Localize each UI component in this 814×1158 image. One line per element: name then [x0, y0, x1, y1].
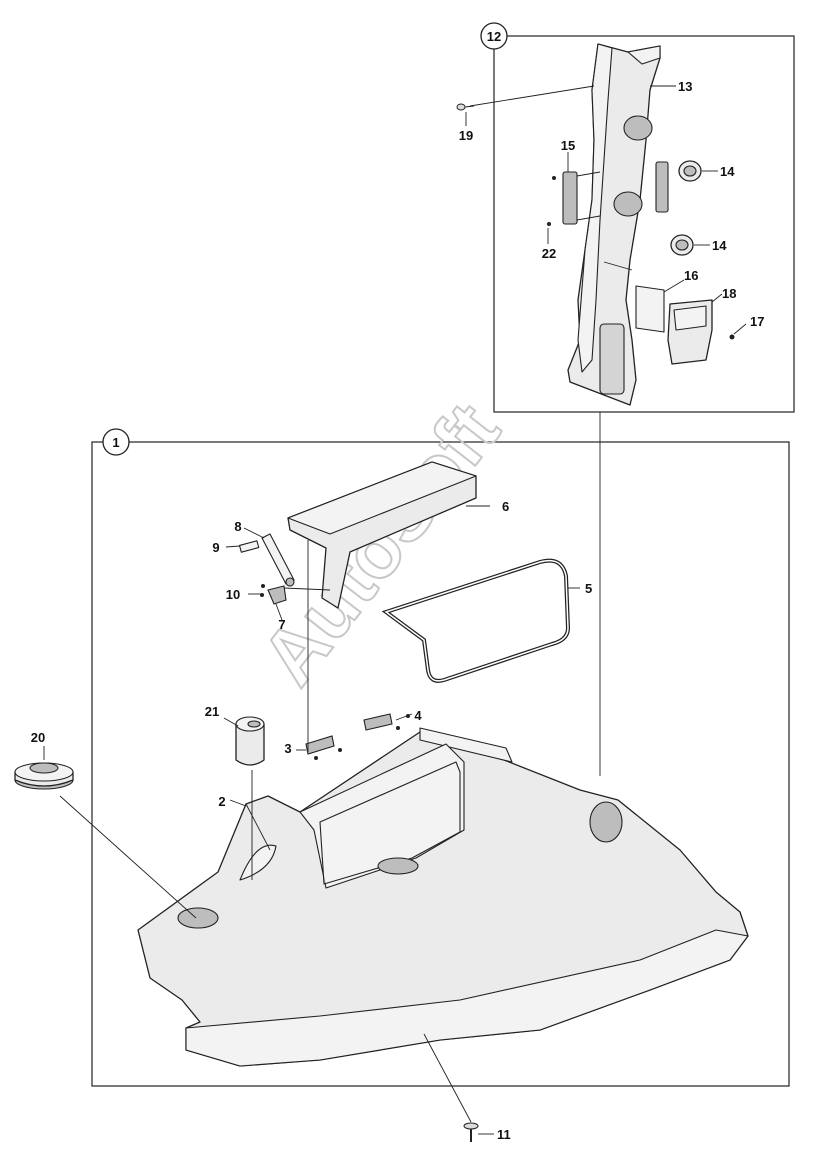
strut-part — [238, 533, 331, 605]
callout-6: 6 — [502, 499, 509, 514]
grommet-upper-hole — [683, 165, 697, 177]
watermark-text: AutoSoft — [244, 387, 516, 701]
seal-inner — [384, 559, 569, 682]
pillar-trim-top — [627, 45, 661, 65]
callout-19: 19 — [459, 128, 473, 143]
group-1-box — [91, 441, 790, 1087]
pillar-trim-part — [567, 43, 669, 406]
callout-17: 17 — [750, 314, 764, 329]
cup-hole — [247, 720, 261, 728]
group-12-frame: 12 — [480, 22, 795, 413]
grommet-lower-part — [670, 234, 694, 256]
callout-20: 20 — [31, 730, 45, 745]
pillar-vent-lower — [613, 191, 643, 217]
callout-8: 8 — [234, 519, 241, 534]
trunk-trim-part — [137, 727, 749, 1067]
hinge-3-part — [305, 735, 342, 760]
pillar-dash-1 — [603, 261, 633, 271]
pillar-vent-upper — [623, 115, 653, 141]
plug-20-part — [14, 762, 74, 790]
grommet-lower-hole — [675, 239, 689, 251]
group-1-label: 1 — [112, 435, 119, 450]
group-12-label: 12 — [487, 29, 501, 44]
seal-outer — [381, 558, 571, 683]
group-1-frame: 1 — [91, 428, 790, 1087]
pocket-opening — [673, 305, 707, 331]
group-1-leaders — [43, 505, 580, 1135]
callout-2: 2 — [218, 794, 225, 809]
callout-11: 11 — [497, 1127, 511, 1142]
grommet-upper-part — [678, 160, 702, 182]
trunk-trim-lower-flange — [185, 929, 749, 1067]
screw-19-part — [456, 103, 475, 111]
pillar-trim-edge — [577, 43, 613, 373]
callout-16: 16 — [684, 268, 698, 283]
clip-block-line-b — [576, 215, 601, 221]
handle-recess — [377, 857, 419, 875]
bracket-screw-a — [261, 584, 265, 588]
lid-top-face — [287, 461, 477, 535]
callout-14-lower: 14 — [712, 238, 727, 253]
trunk-trim-lip — [419, 727, 513, 763]
pillar-lower-recess — [599, 323, 625, 395]
bracket-10 — [267, 585, 287, 605]
callout-5: 5 — [585, 581, 592, 596]
clip-block-body — [562, 171, 578, 225]
group-12-leaders — [465, 85, 747, 776]
callout-13: 13 — [678, 79, 692, 94]
callout-3: 3 — [284, 741, 291, 756]
callout-9: 9 — [212, 540, 219, 555]
plug-center — [29, 762, 59, 774]
lid-top-part — [287, 461, 477, 609]
clip-block-part — [547, 171, 601, 226]
callout-7: 7 — [278, 617, 285, 632]
callout-10: 10 — [226, 587, 240, 602]
strut-body — [261, 533, 295, 585]
cup-body — [235, 723, 265, 766]
pad-part — [635, 285, 665, 333]
clip-screw-b — [547, 222, 551, 226]
group-12-box — [493, 35, 795, 413]
clip-block-line-a — [576, 171, 601, 177]
pin-9 — [238, 540, 260, 553]
pocket-part — [667, 299, 713, 365]
clip-screw-a — [552, 176, 556, 180]
callout-labels: 19 13 14 14 15 22 16 18 17 6 5 8 9 10 7 … — [31, 79, 765, 1142]
bracket-link — [283, 587, 331, 591]
callout-21: 21 — [205, 704, 219, 719]
screw-17 — [729, 334, 735, 340]
callout-15: 15 — [561, 138, 575, 153]
trunk-trim-plug-hole — [177, 907, 219, 929]
callout-18: 18 — [722, 286, 736, 301]
trunk-trim-right-pocket — [589, 801, 623, 843]
hinge-4-part — [363, 713, 410, 731]
callout-14-upper: 14 — [720, 164, 735, 179]
trunk-trim-cup-well — [239, 844, 277, 881]
pillar-clip-right — [655, 161, 669, 213]
trunk-trim-crease — [245, 803, 271, 851]
cup-21-part — [235, 716, 265, 766]
screw-11-part — [463, 1122, 479, 1142]
group-1-badge — [102, 428, 130, 456]
callout-22: 22 — [542, 246, 556, 261]
group-12-badge — [480, 22, 508, 50]
seal-part — [381, 558, 571, 683]
callout-4: 4 — [414, 708, 422, 723]
